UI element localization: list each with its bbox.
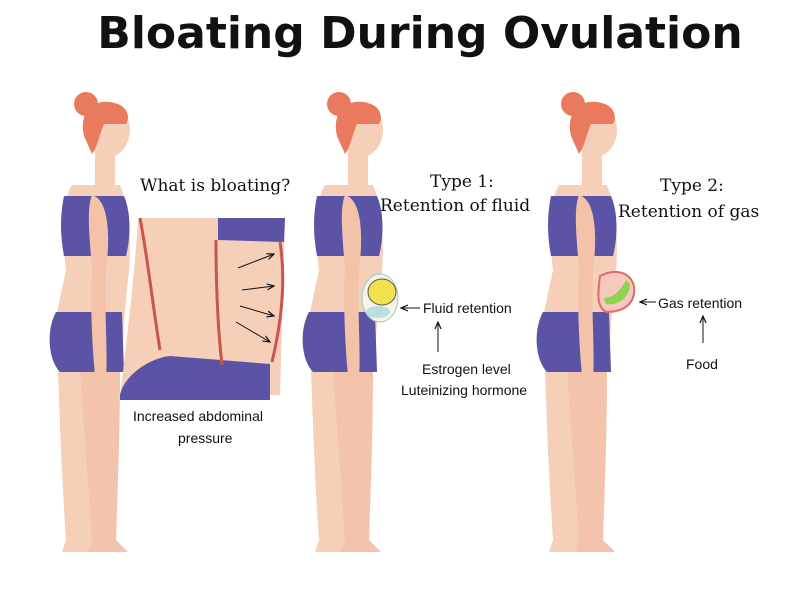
panel3-heading-line1: Type 2: xyxy=(660,176,724,196)
panel1-caption-line2: pressure xyxy=(178,430,233,446)
panel3-heading-line2: Retention of gas xyxy=(618,202,760,222)
cause-lh: Luteinizing hormone xyxy=(401,382,528,398)
fluid-retention-label: Fluid retention xyxy=(423,300,512,316)
panel2-heading-line2: Retention of fluid xyxy=(380,196,531,216)
figure-3 xyxy=(536,92,617,552)
cause-food: Food xyxy=(686,356,718,372)
panel1-heading: What is bloating? xyxy=(140,176,291,196)
panel1-caption-line1: Increased abdominal xyxy=(133,408,263,424)
abdomen-zoom-panel xyxy=(120,217,285,400)
label-arrows xyxy=(401,302,703,352)
figure-2 xyxy=(302,92,383,552)
figure-1 xyxy=(49,92,131,552)
page-title: Bloating During Ovulation xyxy=(97,8,743,59)
gas-retention-stomach xyxy=(597,270,636,314)
cause-estrogen: Estrogen level xyxy=(422,361,511,377)
pressure-arrows xyxy=(235,254,274,342)
gas-retention-label: Gas retention xyxy=(658,295,743,311)
fluid-retention-inset xyxy=(361,273,399,323)
panel2-heading-line1: Type 1: xyxy=(430,172,494,192)
